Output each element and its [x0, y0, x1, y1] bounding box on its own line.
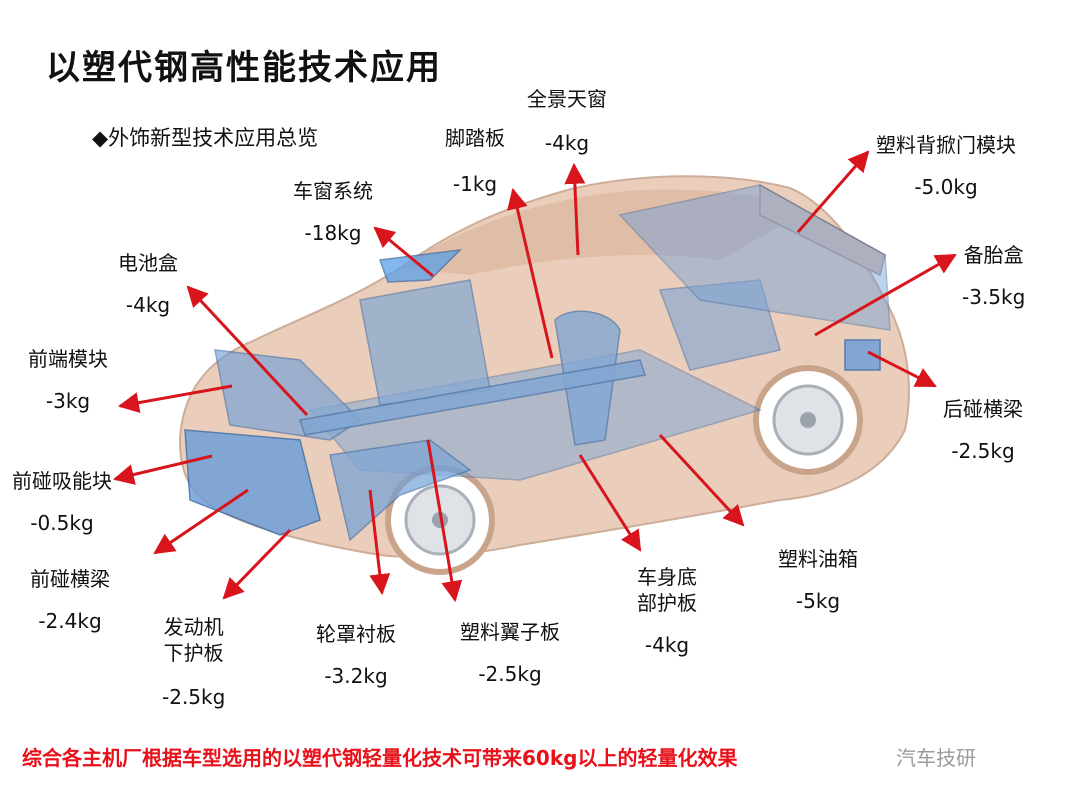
- label-engine-shield: 发动机 下护板 -2.5kg: [162, 615, 226, 709]
- label-window: 车窗系统 -18kg: [293, 179, 373, 245]
- arrow-front-absorber: [112, 454, 213, 485]
- label-wheel-liner: 轮罩衬板 -3.2kg: [316, 622, 396, 688]
- label-front-absorber: 前碰吸能块 -0.5kg: [12, 469, 112, 535]
- roof-panel: [400, 189, 800, 275]
- summary-footer: 综合各主机厂根据车型选用的以塑代钢轻量化技术可带来60kg以上的轻量化效果: [22, 746, 738, 770]
- rear-beam-part: [844, 339, 881, 371]
- label-front-module: 前端模块 -3kg: [28, 347, 108, 413]
- label-tailgate: 塑料背掀门模块 -5.0kg: [876, 133, 1016, 199]
- arrow-fuel-tank: [658, 433, 745, 527]
- arrow-spare-tire: [814, 253, 957, 337]
- watermark: 汽车技研: [896, 746, 976, 770]
- page-title: 以塑代钢高性能技术应用: [46, 48, 442, 88]
- arrow-front-module: [117, 384, 233, 414]
- label-fender: 塑料翼子板 -2.5kg: [460, 620, 560, 686]
- label-sunroof: 全景天窗 -4kg: [527, 87, 607, 155]
- rear-seat-part: [658, 279, 781, 371]
- arrow-sunroof: [564, 162, 586, 256]
- label-front-beam: 前碰横梁 -2.4kg: [30, 567, 110, 633]
- arrow-wheel-liner: [368, 489, 391, 596]
- arrow-front-beam: [153, 488, 249, 555]
- arrow-window: [373, 226, 434, 278]
- door-frame-part: [359, 279, 491, 406]
- label-fuel-tank: 塑料油箱 -5kg: [778, 547, 858, 613]
- arrow-rear-beam: [867, 350, 937, 388]
- callout-arrows: [112, 150, 957, 603]
- label-rear-beam: 后碰横梁 -2.5kg: [943, 397, 1023, 463]
- page-subtitle: ◆外饰新型技术应用总览: [92, 126, 319, 150]
- label-pedal: 脚踏板 -1kg: [445, 126, 505, 196]
- arrow-pedal: [507, 187, 554, 359]
- arrow-engine-shield: [222, 528, 292, 600]
- rear-spoiler: [759, 183, 886, 277]
- arrow-fender: [426, 439, 463, 603]
- label-battery: 电池盒 -4kg: [118, 251, 178, 317]
- arrow-battery: [186, 285, 309, 417]
- rear-wheel: [753, 365, 863, 475]
- plastic-parts: [184, 184, 891, 542]
- label-spare-tire: 备胎盒 -3.5kg: [962, 243, 1026, 309]
- label-underbody: 车身底 部护板 -4kg: [637, 565, 697, 657]
- side-sill-part: [299, 359, 646, 436]
- arrow-tailgate: [796, 150, 870, 233]
- arrow-underbody: [578, 454, 642, 552]
